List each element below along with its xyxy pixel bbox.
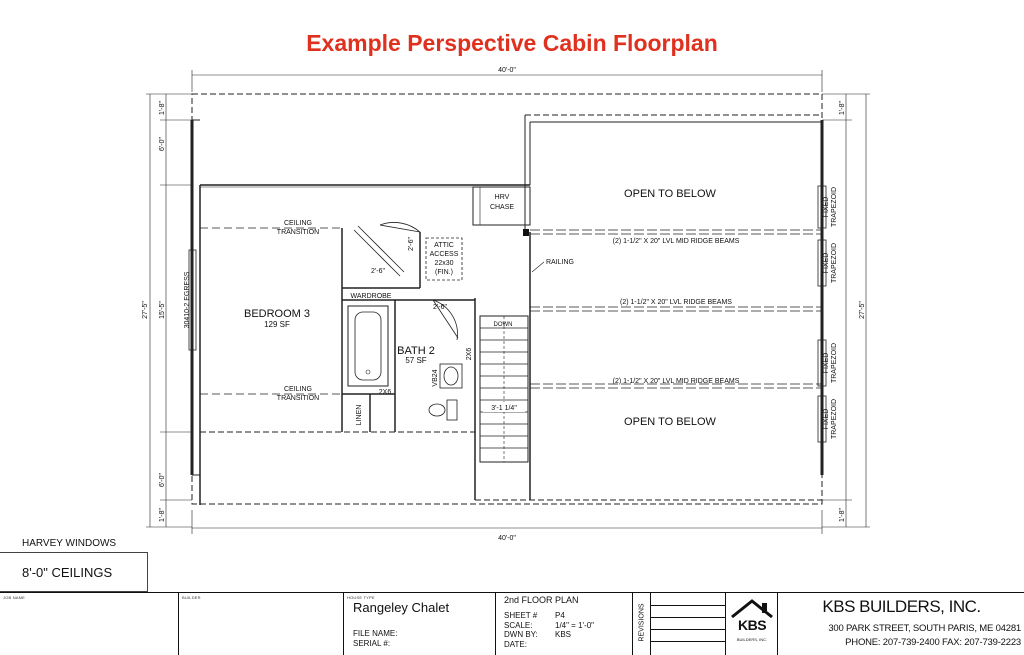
dim-right-total: 27'-5" xyxy=(859,301,866,319)
fixed-window-2-line1: FIXED xyxy=(823,253,830,274)
ceiling-transition-upper-1: CEILING xyxy=(284,220,312,227)
egress-window-label: 30410-2 EGRESS xyxy=(184,271,191,328)
fixed-window-3-line2: TRAPEZOID xyxy=(831,343,838,383)
date-label: DATE: xyxy=(504,639,527,649)
beam-mid-upper: (2) 1-1/2" X 20" LVL MID RIDGE BEAMS xyxy=(613,238,740,245)
serial-label: SERIAL #: xyxy=(353,639,391,648)
room-bath-name: BATH 2 xyxy=(397,345,435,357)
dim-left-total: 27'-5" xyxy=(142,301,149,319)
sheet-value: P4 xyxy=(555,611,565,620)
open-below-upper: OPEN TO BELOW xyxy=(624,188,717,200)
beam-mid-lower: (2) 1-1/2" X 20" LVL MID RIDGE BEAMS xyxy=(613,378,740,385)
dim-left-2: 6'-0" xyxy=(159,137,166,151)
dim-top: 40'-0" xyxy=(498,67,516,74)
fixed-window-2-line2: TRAPEZOID xyxy=(831,243,838,283)
dim-right-1: 1'-8" xyxy=(839,101,846,115)
dim-bottom: 40'-0" xyxy=(498,535,516,542)
railing-label: RAILING xyxy=(546,259,574,266)
attic-access-4: (FIN.) xyxy=(435,269,453,276)
logo-subtitle: BUILDERS, INC. xyxy=(736,637,768,642)
sheet-title: 2nd FLOOR PLAN xyxy=(504,595,579,605)
builder-caption: BUILDER xyxy=(182,595,201,600)
attic-access-1: ATTIC xyxy=(434,242,454,249)
wall-2x6-horizontal: 2X6 xyxy=(379,389,392,396)
house-type-caption: HOUSE TYPE xyxy=(347,595,375,600)
fixed-window-4-line1: FIXED xyxy=(823,409,830,430)
title-block: JOB NAME BUILDER HOUSE TYPE Rangeley Cha… xyxy=(0,592,1024,655)
logo-letters: KBS xyxy=(737,617,767,633)
wardrobe-label: WARDROBE xyxy=(351,293,392,300)
house-type: Rangeley Chalet xyxy=(353,600,450,615)
dim-left-1: 1'-8" xyxy=(159,101,166,115)
stair-width-label: 3'-1 1/4" xyxy=(491,405,517,412)
dim-left-4: 6'-0" xyxy=(159,473,166,487)
file-name-label: FILE NAME: xyxy=(353,629,398,638)
ceilings-label: 8'-0" CEILINGS xyxy=(22,565,113,580)
fixed-window-4-line2: TRAPEZOID xyxy=(831,399,838,439)
open-below-lower: OPEN TO BELOW xyxy=(624,416,717,428)
plan-title: Example Perspective Cabin Floorplan xyxy=(306,30,718,56)
door-width-closet: 2'-6" xyxy=(371,268,385,275)
logo-roof-icon xyxy=(731,599,773,619)
ceiling-transition-lower-1: CEILING xyxy=(284,386,312,393)
sheet-label: SHEET # xyxy=(504,611,538,620)
fixed-window-1-line1: FIXED xyxy=(823,197,830,218)
fixed-window-1-line2: TRAPEZOID xyxy=(831,187,838,227)
wall-2x6-vertical: 2X6 xyxy=(466,348,473,361)
beam-ridge: (2) 1-1/2" X 20" LVL RIDGE BEAMS xyxy=(620,299,732,306)
stair-down-label: DOWN xyxy=(494,322,513,328)
ceiling-transition-upper-2: TRANSITION xyxy=(277,229,319,236)
windows-label: HARVEY WINDOWS xyxy=(22,538,117,549)
attic-access-3: 22x30 xyxy=(434,260,453,267)
dim-left-3: 15'-5" xyxy=(159,301,166,319)
fixed-trapezoid-windows: FIXED TRAPEZOID FIXED TRAPEZOID FIXED TR… xyxy=(823,187,838,439)
floorplan-drawing: 40'-0" 40'-0" 27'-5" 27'-5" 1'-8" 6'-0" … xyxy=(142,67,870,542)
dim-right-2: 1'-8" xyxy=(839,508,846,522)
attic-access-2: ACCESS xyxy=(430,251,459,258)
revisions-label: REVISIONS xyxy=(638,603,646,642)
drawn-by-value: KBS xyxy=(555,630,572,639)
door-width-attic: 2'-6" xyxy=(408,237,415,251)
company-logo: KBS BUILDERS, INC. xyxy=(725,593,777,655)
job-name-caption: JOB NAME xyxy=(3,595,26,600)
scale-value: 1/4" = 1'-0" xyxy=(555,620,595,630)
hrv-label-2: CHASE xyxy=(490,204,514,211)
company-address: 300 PARK STREET, SOUTH PARIS, ME 04281 xyxy=(828,623,1021,634)
vanity-label: VB24 xyxy=(432,369,439,386)
drawn-by-label: DWN BY: xyxy=(504,630,538,639)
room-bedroom-area: 129 SF xyxy=(264,320,290,329)
ceiling-transition-lower-2: TRANSITION xyxy=(277,395,319,402)
room-bath-area: 57 SF xyxy=(405,356,426,365)
company-name: KBS BUILDERS, INC. xyxy=(822,597,981,616)
company-phone: PHONE: 207-739-2400 FAX: 207-739-2223 xyxy=(845,637,1021,648)
linen-label: LINEN xyxy=(356,405,363,426)
fixed-window-3-line1: FIXED xyxy=(823,353,830,374)
hrv-label-1: HRV xyxy=(495,194,510,201)
door-width-bath: 2'-6" xyxy=(433,304,447,311)
dim-left-5: 1'-8" xyxy=(159,508,166,522)
room-bedroom-name: BEDROOM 3 xyxy=(244,308,310,320)
scale-label: SCALE: xyxy=(504,620,533,630)
